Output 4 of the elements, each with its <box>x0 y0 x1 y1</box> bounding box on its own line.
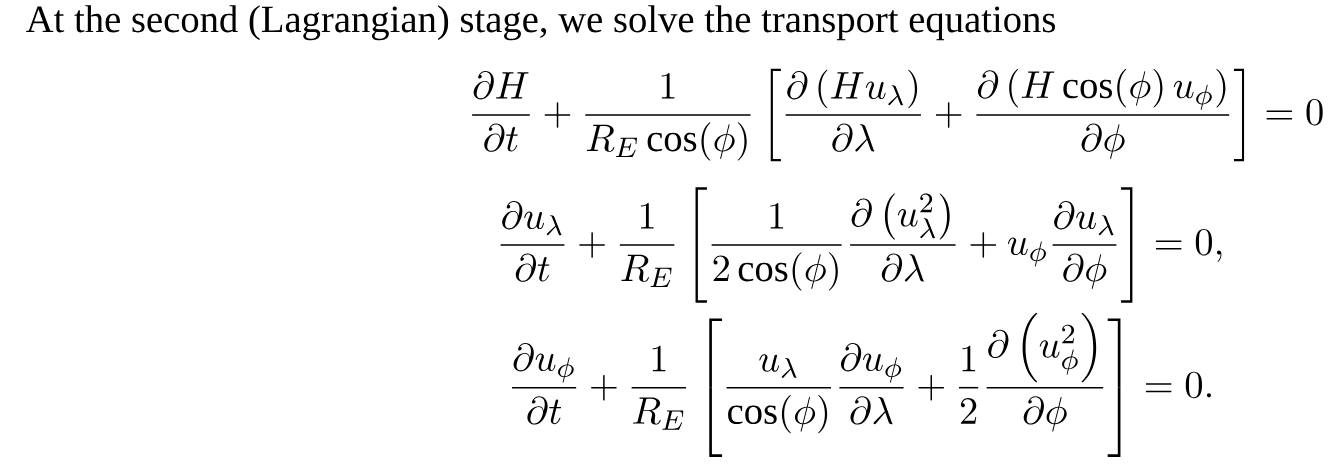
text-line: At the second (Lagrangian) stage, we solve the transport equations <box>26 5 1055 41</box>
equation: $\frac{\partial u_\phi}{\partial t}+\frac{1}{R_E}\left[\frac{u_\lambda}{\cos(\phi)}\frac{\partial u_\phi}{\partial\lambda}+\frac{1}{2}\frac{\partial\left(u_\phi^2\right)}{\partial\phi}\right]=0.$ <box>512 313 1211 457</box>
equation: $\frac{\partial u_\lambda}{\partial t}+\frac{1}{R_E}\left[\frac{1}{2\cos(\phi)}\frac{\partial\left(u_\lambda^2\right)}{\partial\lambda}+u_\phi\frac{\partial u_\lambda}{\partial\phi}\right]=0,$ <box>500 187 1222 303</box>
equation: $\frac{\partial H}{\partial t}+\frac{1}{R_E\cos(\phi)}\left[\frac{\partial\left(Hu_\lambda\right)}{\partial\lambda}+\frac{\partial\left(H\cos(\phi)\,u_\phi\right)}{\partial\phi}\right]=0$ <box>472 68 1323 162</box>
